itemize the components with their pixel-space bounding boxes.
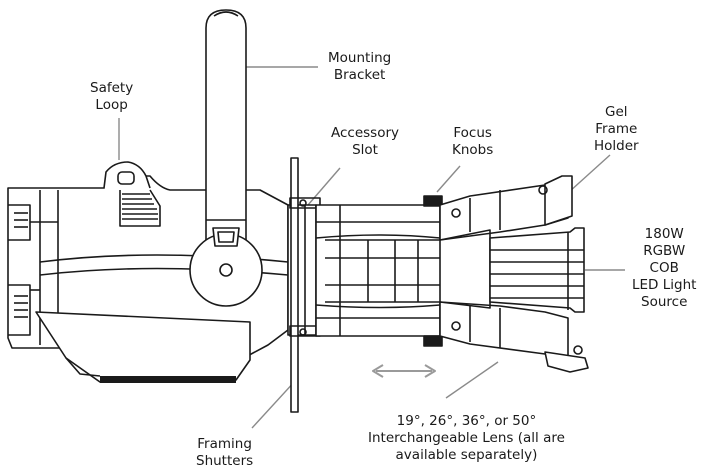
lens-barrel — [315, 195, 443, 347]
leader-lens — [445, 361, 499, 399]
leader-framing-shutters — [251, 379, 297, 429]
leader-accessory-slot — [307, 167, 341, 206]
label-accessory-slot: Accessory Slot — [331, 125, 400, 158]
label-focus-knobs: Focus Knobs — [452, 125, 494, 158]
front-cone — [439, 177, 569, 359]
label-safety-loop: Safety Loop — [90, 80, 134, 113]
label-gel-frame-holder: Gel Frame Holder — [594, 104, 639, 154]
leader-gel-frame-holder — [568, 154, 611, 193]
mounting-bracket — [189, 9, 263, 307]
focus-travel-arrow — [372, 364, 436, 378]
label-light-source: 180W RGBW COB LED Light Source — [632, 226, 697, 310]
label-framing-shutters: Framing Shutters — [196, 436, 254, 469]
safety-loop — [103, 161, 151, 189]
label-mounting-bracket: Mounting Bracket — [328, 50, 392, 83]
label-lens: 19°, 26°, 36°, or 50° Interchangeable Le… — [368, 413, 565, 463]
gel-frame-holder — [538, 175, 589, 373]
accessory-slot — [287, 157, 321, 413]
leader-lines — [118, 66, 625, 429]
leader-focus-knobs — [436, 165, 461, 193]
led-light-source — [489, 227, 585, 313]
